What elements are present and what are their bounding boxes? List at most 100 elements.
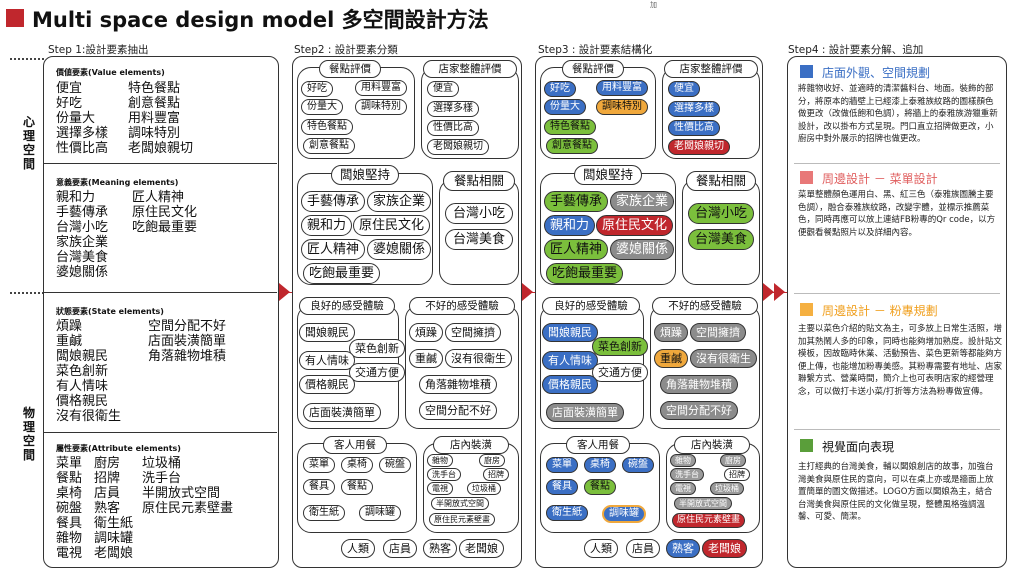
s2-pill: 匠人精神 bbox=[301, 239, 366, 260]
s2-pill: 原住民文化 bbox=[353, 215, 431, 236]
s2-pill: 招牌 bbox=[483, 468, 509, 481]
s3-good-exp-title: 良好的感受體驗 bbox=[542, 297, 640, 315]
s4-sec3-text: 主要以菜色介紹的貼文為主，可多放上日常生活照，增加其熱鬧人多的印象，同時也能夠增… bbox=[798, 324, 1003, 397]
s3-pill: 老闆娘親切 bbox=[668, 139, 730, 155]
s2-meal-eval-title: 餐點評價 bbox=[319, 60, 381, 78]
s2-pill: 特色餐點 bbox=[301, 119, 353, 135]
attribute-col1: 菜單餐點桌椅碗盤餐具雜物電視 bbox=[56, 456, 83, 561]
s3-pill: 原住民元素壁畫 bbox=[672, 513, 746, 528]
s2-pill: 調味罐 bbox=[359, 505, 401, 521]
s4-sec4-marker bbox=[800, 439, 813, 452]
corner-mark: 加 bbox=[650, 1, 657, 9]
s3-pill: 親和力 bbox=[544, 215, 596, 236]
s4-sec3-heading: 周邊設計 － 粉專規劃 bbox=[822, 304, 938, 318]
s3-pill: 吃飽最重要 bbox=[546, 263, 624, 284]
s2-pill: 原住民元素壁畫 bbox=[429, 513, 495, 526]
s2-pill: 碗盤 bbox=[379, 457, 411, 473]
s3-meal-eval-title: 餐點評價 bbox=[562, 60, 624, 78]
s3-pill: 菜單 bbox=[546, 457, 578, 473]
s2-pill: 餐具 bbox=[303, 479, 335, 495]
state-col2: 空間分配不好店面裝潢簡單角落雜物堆積 bbox=[148, 319, 227, 364]
s3-pill: 原住民文化 bbox=[596, 215, 674, 236]
meaning-col2: 匠人精神原住民文化吃飽最重要 bbox=[132, 190, 198, 235]
s4-sec3-marker bbox=[800, 303, 813, 316]
s4-divider bbox=[794, 429, 1000, 430]
s2-pill: 台灣美食 bbox=[445, 229, 513, 250]
s3-pill: 調味特別 bbox=[596, 99, 648, 115]
s2-pill: 吃飽最重要 bbox=[303, 263, 381, 284]
s4-sec1-text: 將雜物收好、並適時的清潔醬料台、地面。裝飾的部分，將原本的牆壁上已經漆上泰雅族紋… bbox=[798, 84, 998, 144]
step1-panel: 價値要素(Value elements) 便宜好吃份量大選擇多樣性價比高 特色餐… bbox=[43, 56, 279, 568]
s3-pill: 空間分配不好 bbox=[660, 401, 738, 420]
step3-panel: 餐點評價 好吃 用料豐富 份量大 調味特別 特色餐點 創意餐點 店家整體評價 便… bbox=[535, 56, 763, 568]
s2-pill: 調味特別 bbox=[355, 99, 407, 115]
s3-pill: 洗手台 bbox=[670, 468, 704, 481]
s3-pill: 重鹹 bbox=[654, 349, 688, 368]
s2-pill: 廚房 bbox=[479, 454, 505, 467]
s3-pill: 好吃 bbox=[544, 81, 576, 97]
s3-pill: 餐點 bbox=[584, 479, 616, 495]
state-col1: 煩躁重鹹闆娘親民菜色創新有人情味價格親民沒有很衛生 bbox=[56, 319, 122, 424]
step3-label: Step3 : 設計要素結構化 bbox=[538, 44, 653, 56]
s3-pill: 台灣美食 bbox=[688, 229, 754, 250]
s2-pill: 空間分配不好 bbox=[419, 401, 497, 420]
arrow-3b bbox=[774, 283, 785, 301]
page-title: Multi space design model 多空間設計方法 bbox=[32, 8, 489, 32]
s2-pill: 台灣小吃 bbox=[445, 203, 513, 224]
meaning-title: 意義要素(Meaning elements) bbox=[56, 178, 179, 187]
s3-pill: 廚房 bbox=[720, 454, 746, 467]
s2-pill: 重鹹 bbox=[409, 349, 443, 368]
s3-pill: 招牌 bbox=[724, 468, 750, 481]
s2-pill: 手藝傳承 bbox=[301, 191, 366, 212]
s2-pill: 便宜 bbox=[427, 81, 459, 97]
s4-sec2-text: 菜單整體顏色運用白、黑、紅三色（泰雅族圖騰主要色調），融合泰雅族紋路，改變字體，… bbox=[798, 190, 996, 238]
s2-pill: 沒有很衛生 bbox=[445, 349, 512, 368]
s3-people-pill: 人類 bbox=[584, 539, 618, 558]
step2-label: Step2 : 設計要素分類 bbox=[294, 44, 398, 56]
s3-pill: 台灣小吃 bbox=[688, 203, 754, 224]
s2-people-pill: 熟客 bbox=[423, 539, 457, 558]
s2-pill: 選擇多樣 bbox=[427, 101, 479, 117]
s3-pill: 家族企業 bbox=[610, 191, 675, 212]
state-title: 狀態要素(State elements) bbox=[56, 307, 164, 316]
s2-pill: 電視 bbox=[427, 482, 453, 495]
s3-pill: 半開放式空間 bbox=[674, 497, 732, 510]
s3-pill: 匠人精神 bbox=[544, 239, 609, 260]
s3-pill: 桌椅 bbox=[584, 457, 616, 473]
s2-pill: 垃圾桶 bbox=[467, 482, 501, 495]
s3-pill: 手藝傳承 bbox=[544, 191, 609, 212]
s3-pill: 垃圾桶 bbox=[710, 482, 744, 495]
psych-space-label: 心理空間 bbox=[22, 115, 35, 171]
s2-pill: 老闆娘親切 bbox=[427, 139, 489, 155]
value-col1: 便宜好吃份量大選擇多樣性價比高 bbox=[56, 81, 109, 156]
s3-pill: 店面裝潢簡單 bbox=[546, 403, 624, 422]
s2-pill: 用料豐富 bbox=[355, 80, 407, 96]
s2-pill: 煩躁 bbox=[409, 323, 443, 342]
s2-pill: 價格親民 bbox=[299, 375, 355, 394]
s2-good-exp-title: 良好的感受體驗 bbox=[299, 297, 395, 315]
attribute-col3: 垃圾桶洗手台半開放式空間原住民元素壁畫 bbox=[142, 456, 234, 516]
step1-label: Step 1:設計要素抽出 bbox=[48, 44, 149, 56]
s2-pill: 空間擁擠 bbox=[445, 323, 501, 342]
s2-pill: 家族企業 bbox=[367, 191, 432, 212]
dotted-rule-mid bbox=[10, 292, 44, 294]
s2-pill: 洗手台 bbox=[427, 468, 461, 481]
s4-sec1-marker bbox=[800, 65, 813, 78]
s2-pill: 有人情味 bbox=[299, 351, 355, 370]
s3-pill: 餐具 bbox=[546, 479, 578, 495]
s2-pill: 闆娘親民 bbox=[299, 323, 355, 342]
title-marker bbox=[6, 9, 24, 27]
s2-pill: 雜物 bbox=[427, 454, 453, 467]
s2-interior-title: 店內裝潢 bbox=[433, 436, 509, 454]
s3-pill: 空間擁擠 bbox=[690, 323, 746, 342]
s2-pill: 衛生紙 bbox=[303, 505, 345, 521]
step4-panel: 店面外觀、空間規劃 將雜物收好、並適時的清潔醬料台、地面。裝飾的部分，將原本的牆… bbox=[787, 56, 1007, 568]
s4-sec2-heading: 周邊設計 － 菜單設計 bbox=[822, 172, 938, 186]
s2-pill: 店面裝潢簡單 bbox=[303, 403, 381, 422]
s4-sec4-heading: 視覺面向表現 bbox=[822, 440, 895, 454]
s2-people-pill: 店員 bbox=[383, 539, 417, 558]
s2-pill: 菜單 bbox=[303, 457, 335, 473]
s2-pill: 性價比高 bbox=[427, 120, 479, 136]
s2-people-pill: 老闆娘 bbox=[459, 539, 504, 558]
arrow-2 bbox=[522, 283, 533, 301]
